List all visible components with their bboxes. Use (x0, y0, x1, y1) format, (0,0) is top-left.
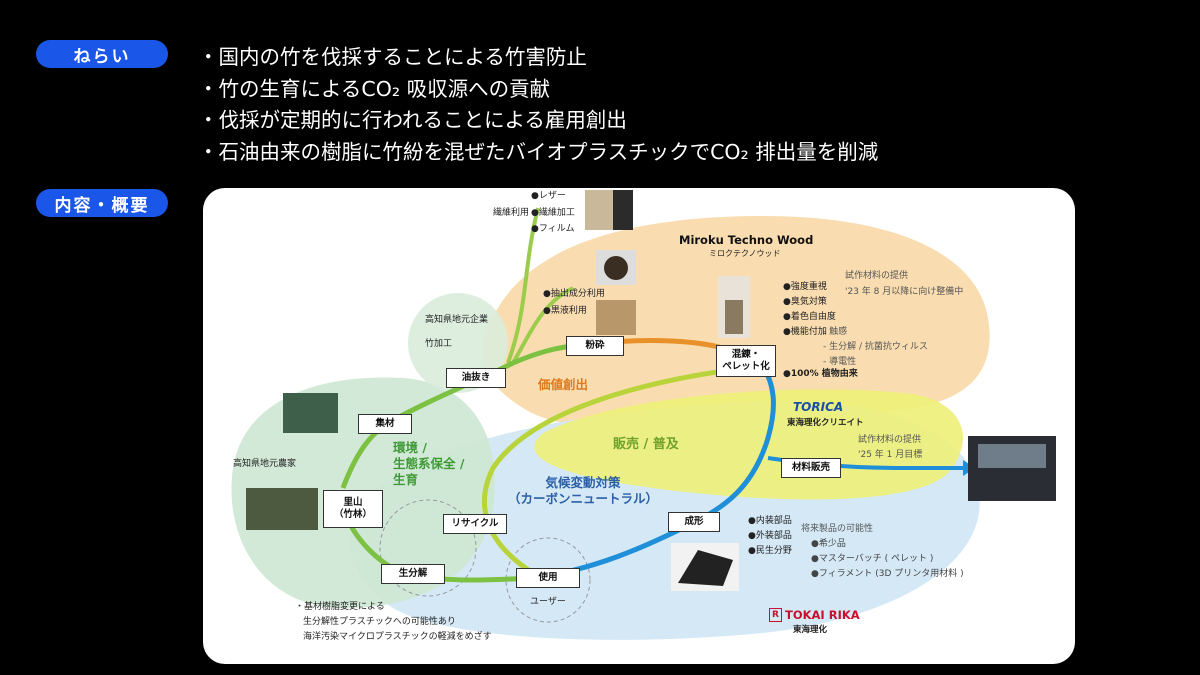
feature-item: ●100% 植物由来 (783, 369, 858, 379)
recycle-cycle (379, 499, 477, 597)
fiber-label: 繊維利用 (493, 208, 530, 218)
farmer-label: 高知県地元農家 (233, 459, 297, 469)
node-use: 使用 (516, 568, 580, 588)
trial-2-line1: 試作材料の提供 (858, 435, 922, 445)
function-item: - 導電性 (823, 357, 857, 367)
node-grinding: 粉砕 (566, 336, 624, 356)
function-item: - 触感 (823, 327, 848, 337)
extract-jar (604, 256, 628, 280)
aim-list: 国内の竹を伐採することによる竹害防止 竹の生育によるCO₂ 吸収源への貢献 伐採… (198, 42, 879, 169)
future-item: ●マスターバッチ ( ペレット ) (811, 554, 934, 564)
node-kneading: 混錬・ ペレット化 (716, 345, 776, 377)
zone-value-creation: 価値創出 (538, 377, 589, 392)
blue-flow (532, 364, 776, 581)
use-cycle (505, 537, 591, 623)
tokai-logo-mark: R (769, 608, 782, 622)
torica-name: TORICA (793, 400, 844, 414)
fiber-branch (506, 207, 540, 364)
tokai-kana: 東海理化 (793, 625, 828, 635)
leather-photo-dark (613, 190, 633, 230)
company-label: 高知県地元企業 (425, 315, 489, 325)
part-item: ●民生分野 (748, 546, 792, 556)
node-material-sales: 材料販売 (781, 458, 841, 478)
feature-item: ●機能付加 (783, 327, 827, 337)
diagram-panel: ●レザー 繊維利用 ●繊維加工 ●フィルム ●抽出成分利用 ●黒液利用 Miro… (203, 188, 1075, 664)
trial-1-line2: '23 年 8 月以降に向け整備中 (845, 287, 964, 297)
torica-kana: 東海理化クリエイト (787, 418, 864, 428)
node-biodegradation: 生分解 (381, 564, 445, 584)
node-oil-removal: 油抜き (446, 368, 506, 388)
part-item: ●外装部品 (748, 531, 792, 541)
trial-2-line2: '25 年 1 月目標 (858, 450, 923, 460)
note-line: 生分解性プラスチックへの可能性あり (303, 617, 456, 627)
note-line: ・基材樹脂変更による (295, 602, 385, 612)
bamboo-photo-1 (283, 393, 338, 433)
future-title: 将来製品の可能性 (801, 524, 874, 534)
diagram-canvas (231, 190, 1056, 640)
node-satoyama: 里山 （竹林） (323, 490, 383, 528)
fiber-item: ●レザー (531, 191, 566, 201)
aim-item: 石油由来の樹脂に竹紛を混ぜたバイオプラスチックでCO₂ 排出量を削減 (198, 137, 879, 169)
bamboo-processing-label: 竹加工 (425, 339, 453, 349)
miroku-name: Miroku Techno Wood (679, 233, 814, 247)
miroku-kana: ミロクテクノウッド (709, 249, 781, 258)
extract-item: ●抽出成分利用 (543, 289, 605, 299)
zone-sales: 販売 / 普及 (613, 437, 679, 452)
aim-item: 伐採が定期的に行われることによる雇用創出 (198, 105, 878, 137)
aim-item: 国内の竹を伐採することによる竹害防止 (198, 42, 878, 74)
feature-item: ●強度重視 (783, 282, 827, 292)
tokai-name: TOKAI RIKA (785, 608, 860, 622)
function-item: - 生分解 / 抗菌抗ウィルス (823, 342, 928, 352)
pellet-fill (725, 300, 743, 334)
bus-window (978, 444, 1046, 468)
content-label: 内容・概要 (36, 189, 168, 217)
yellow-zone (534, 389, 963, 500)
user-label: ユーザー (530, 597, 566, 607)
part-item: ●内装部品 (748, 516, 792, 526)
parts-shape (678, 550, 733, 586)
future-item: ●フィラメント (3D プリンタ用材料 ) (811, 569, 964, 579)
zone-climate: 気候変動対策 （カーボンニュートラル） (508, 475, 659, 506)
feature-item: ●臭気対策 (783, 297, 827, 307)
extract-item: ●黒液利用 (543, 306, 587, 316)
powder-photo (596, 300, 636, 335)
node-cutting: 集材 (358, 414, 412, 434)
zone-environment: 環境 / 生態系保全 / 生育 (393, 440, 465, 487)
node-recycle: リサイクル (443, 514, 507, 534)
trial-1-line1: 試作材料の提供 (845, 271, 909, 281)
extract-branch (511, 286, 574, 364)
feature-item: ●着色自由度 (783, 312, 836, 322)
main-flow-green (386, 341, 594, 426)
note-line: 海洋汚染マイクロプラスチックの軽減をめざす (303, 632, 492, 642)
aim-item: 竹の生育によるCO₂ 吸収源への貢献 (198, 74, 878, 106)
node-molding: 成形 (668, 512, 720, 532)
future-item: ●希少品 (811, 539, 846, 549)
fiber-item: ●繊維加工 (531, 208, 575, 218)
bamboo-photo-2 (246, 488, 318, 530)
fiber-item: ●フィルム (531, 224, 575, 234)
aim-label: ねらい (36, 40, 168, 68)
